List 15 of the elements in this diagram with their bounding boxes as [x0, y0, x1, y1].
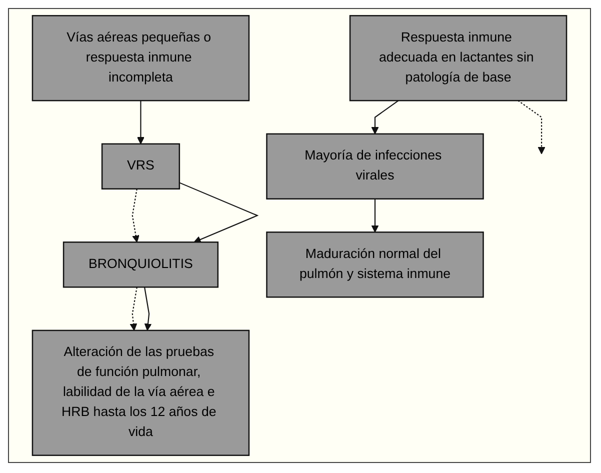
arrow [137, 100, 144, 144]
process-box: Maduración normal del pulmón y sistema inmune [266, 232, 484, 298]
arrow [371, 198, 379, 232]
arrow [144, 287, 152, 331]
arrow [179, 182, 259, 243]
process-box: BRONQUIOLITIS [62, 242, 219, 288]
process-box: Alteración de las pruebas de función pulmonar, labilidad de la vía aérea e HRB hasta los 12 años de vida [32, 330, 250, 456]
process-box: Respuesta inmune adecuada en lactantes sin patología de base [349, 15, 568, 102]
arrow [130, 287, 138, 331]
process-box: Mayoría de infecciones virales [266, 133, 484, 200]
process-box: VRS [101, 143, 180, 190]
arrow [371, 100, 399, 134]
arrow [132, 188, 140, 242]
process-box: Vías aéreas pequeñas o respuesta inmune incompleta [32, 15, 250, 102]
arrow [518, 100, 546, 154]
